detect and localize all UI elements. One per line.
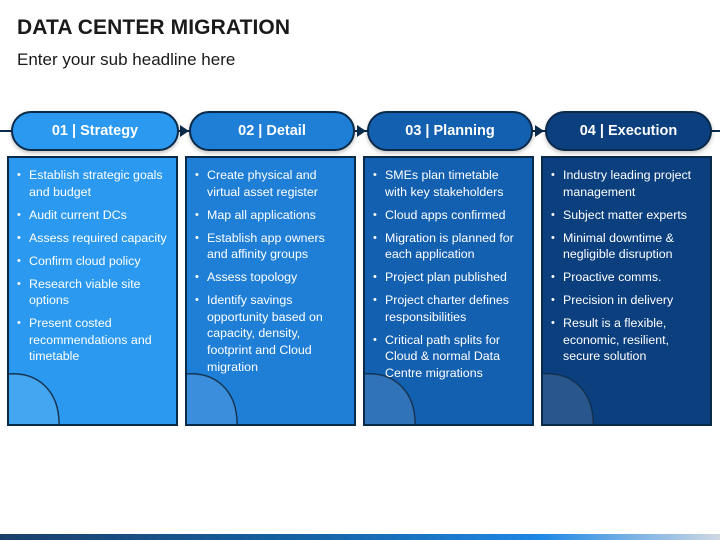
arrow-right-icon (357, 125, 366, 137)
list-item: Industry leading project management (551, 167, 702, 200)
list-item: Minimal downtime & negligible disruption (551, 230, 702, 263)
step-4-label: 04 | Execution (579, 123, 678, 139)
list-item: Result is a flexible, economic, resilien… (551, 315, 702, 365)
arrow-right-icon (180, 125, 189, 137)
page-curl-decoration (187, 373, 238, 424)
step-4-card: Industry leading project management Subj… (541, 156, 712, 426)
list-item: Confirm cloud policy (17, 253, 168, 270)
step-3-card: SMEs plan timetable with key stakeholder… (363, 156, 534, 426)
page-subtitle: Enter your sub headline here (17, 50, 236, 69)
list-item: Project plan published (373, 269, 524, 286)
step-4-list: Industry leading project management Subj… (543, 158, 710, 365)
list-item: Precision in delivery (551, 292, 702, 309)
step-4-header[interactable]: 04 | Execution (545, 111, 712, 151)
step-3-label: 03 | Planning (405, 123, 495, 139)
list-item: Assess required capacity (17, 230, 168, 247)
step-2-header[interactable]: 02 | Detail (189, 111, 355, 151)
list-item: Identify savings opportunity based on ca… (195, 292, 346, 375)
step-1-label: 01 | Strategy (51, 123, 139, 139)
page-curl-decoration (9, 373, 60, 424)
list-item: Project charter defines responsibilities (373, 292, 524, 325)
step-1-list: Establish strategic goals and budget Aud… (9, 158, 176, 365)
list-item: Research viable site options (17, 276, 168, 309)
list-item: Cloud apps confirmed (373, 207, 524, 224)
list-item: Establish strategic goals and budget (17, 167, 168, 200)
list-item: Audit current DCs (17, 207, 168, 224)
step-3-header[interactable]: 03 | Planning (367, 111, 533, 151)
page-curl-decoration (543, 373, 594, 424)
list-item: Assess topology (195, 269, 346, 286)
list-item: Present costed recommendations and timet… (17, 315, 168, 365)
list-item: Establish app owners and affinity groups (195, 230, 346, 263)
arrow-right-icon (535, 125, 544, 137)
step-1-header[interactable]: 01 | Strategy (11, 111, 179, 151)
list-item: SMEs plan timetable with key stakeholder… (373, 167, 524, 200)
list-item: Map all applications (195, 207, 346, 224)
list-item: Create physical and virtual asset regist… (195, 167, 346, 200)
list-item: Migration is planned for each applicatio… (373, 230, 524, 263)
list-item: Proactive comms. (551, 269, 702, 286)
footer-accent-bar (0, 534, 720, 540)
page-curl-decoration (365, 373, 416, 424)
step-3-list: SMEs plan timetable with key stakeholder… (365, 158, 532, 381)
list-item: Subject matter experts (551, 207, 702, 224)
page-title: DATA CENTER MIGRATION (17, 16, 291, 39)
list-item: Critical path splits for Cloud & normal … (373, 332, 524, 382)
step-2-list: Create physical and virtual asset regist… (187, 158, 354, 375)
step-1-card: Establish strategic goals and budget Aud… (7, 156, 178, 426)
step-2-card: Create physical and virtual asset regist… (185, 156, 356, 426)
step-2-label: 02 | Detail (238, 123, 306, 139)
